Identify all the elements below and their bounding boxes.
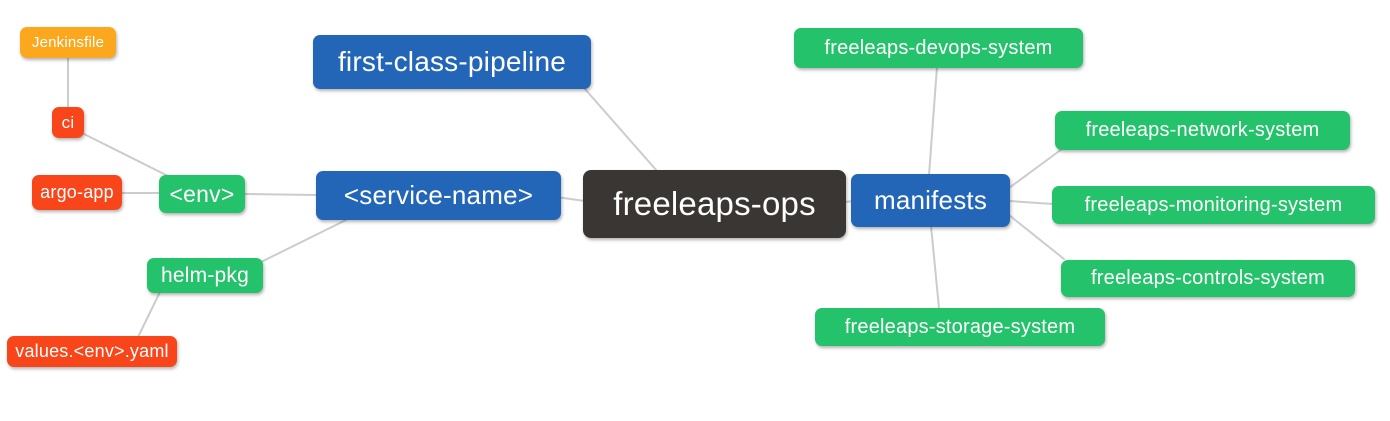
node-freeleaps-monitoring-system[interactable]: freeleaps-monitoring-system bbox=[1052, 186, 1375, 224]
node-manifests[interactable]: manifests bbox=[851, 174, 1010, 227]
node-helm-pkg[interactable]: helm-pkg bbox=[147, 258, 263, 293]
edge-manifests-network bbox=[1008, 148, 1063, 189]
node-jenkinsfile[interactable]: Jenkinsfile bbox=[20, 27, 116, 58]
edge-pipeline-root bbox=[584, 88, 658, 172]
edge-manifests-storage bbox=[930, 225, 940, 309]
node-service-name[interactable]: <service-name> bbox=[316, 171, 561, 220]
node-first-class-pipeline[interactable]: first-class-pipeline bbox=[313, 35, 591, 89]
node-freeleaps-ops-root[interactable]: freeleaps-ops bbox=[583, 170, 846, 238]
node-values-env-yaml[interactable]: values.<env>.yaml bbox=[7, 336, 177, 367]
node-freeleaps-network-system[interactable]: freeleaps-network-system bbox=[1055, 111, 1350, 150]
edge-env-service-name bbox=[244, 193, 317, 196]
node-freeleaps-controls-system[interactable]: freeleaps-controls-system bbox=[1061, 260, 1355, 297]
node-freeleaps-devops-system[interactable]: freeleaps-devops-system bbox=[794, 28, 1083, 68]
node-freeleaps-storage-system[interactable]: freeleaps-storage-system bbox=[815, 308, 1105, 346]
node-argo-app[interactable]: argo-app bbox=[32, 175, 122, 210]
edge-helm-pkg-values bbox=[137, 291, 161, 338]
edge-manifests-devops bbox=[928, 66, 938, 176]
node-ci[interactable]: ci bbox=[52, 107, 84, 138]
node-env[interactable]: <env> bbox=[159, 175, 245, 213]
edge-manifests-monitoring bbox=[1008, 200, 1054, 205]
edge-manifests-controls bbox=[1008, 214, 1065, 260]
edge-service-name-helm-pkg bbox=[260, 219, 347, 263]
edge-ci-env bbox=[79, 131, 171, 178]
